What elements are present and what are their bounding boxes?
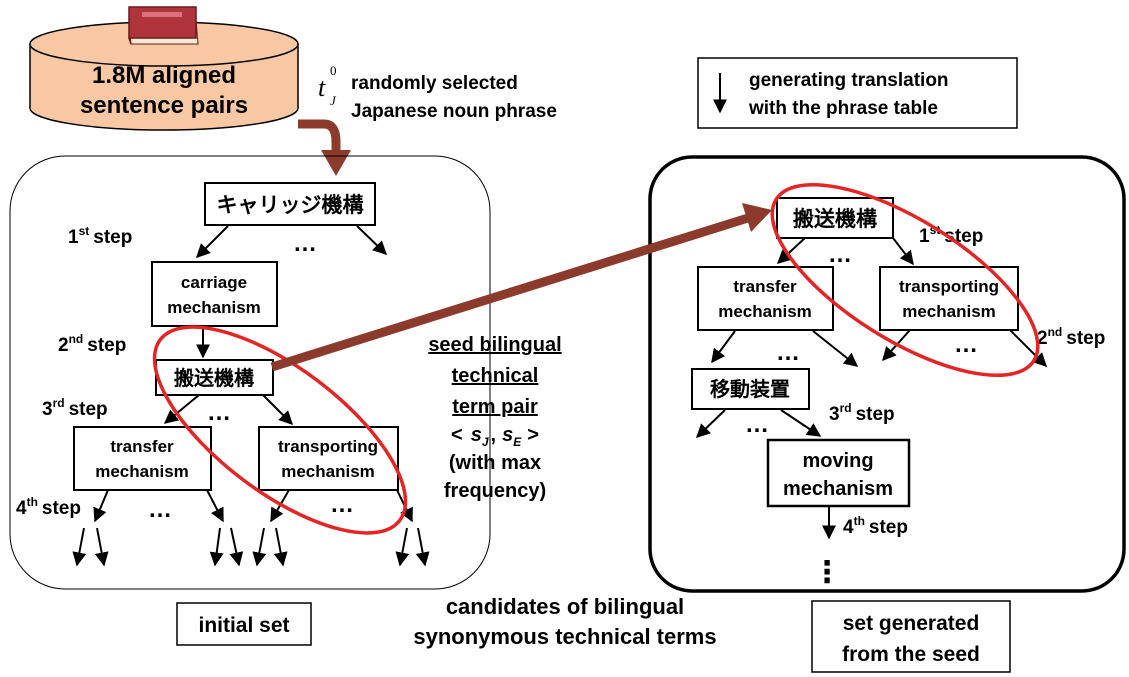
left-ellipsis-1: … bbox=[293, 230, 317, 257]
right-jp2-label: 移動装置 bbox=[710, 377, 790, 401]
seed-transfer-arrow-shaft bbox=[270, 213, 750, 372]
left-root-label: キャリッジ機構 bbox=[217, 193, 364, 217]
left-ellipsis-2: … bbox=[207, 399, 231, 426]
left-transfer-line2: mechanism bbox=[95, 462, 189, 481]
initial-set-label: initial set bbox=[198, 614, 289, 637]
seed-symbol: t J 0 bbox=[318, 63, 337, 108]
candidates-caption-line2: synonymous technical terms bbox=[413, 624, 716, 649]
right-moving-node: moving mechanism bbox=[766, 438, 911, 508]
left-carriage-line1: carriage bbox=[181, 273, 247, 292]
right-ellipsis-4: … bbox=[745, 411, 769, 438]
right-vertical-ellipsis: ⋮ bbox=[812, 556, 842, 589]
left-carriage-node: carriage mechanism bbox=[151, 261, 278, 327]
legend-box: generating translation with the phrase t… bbox=[697, 57, 1018, 129]
right-moving-line2: mechanism bbox=[783, 478, 893, 500]
left-transporting-line2: mechanism bbox=[281, 462, 375, 481]
database-label-line2: sentence pairs bbox=[80, 92, 248, 119]
left-seed-jp-node: 搬送機構 bbox=[155, 359, 274, 396]
initial-set-caption: initial set bbox=[176, 602, 312, 646]
right-tree-arrows bbox=[695, 237, 1047, 540]
left-ellipsis-4: … bbox=[330, 491, 354, 518]
right-transporting-line1: transporting bbox=[899, 277, 999, 296]
seed-symbol-base: t bbox=[318, 73, 326, 102]
right-root-node: 搬送機構 bbox=[776, 197, 894, 239]
left-transporting-node: transporting mechanism bbox=[258, 426, 399, 491]
generated-set-line2: from the seed bbox=[842, 643, 980, 666]
left-ellipsis-3: … bbox=[148, 496, 172, 523]
seed-transfer-arrow-head bbox=[742, 203, 772, 232]
left-root-node: キャリッジ機構 bbox=[204, 182, 376, 226]
left-transfer-line1: transfer bbox=[110, 437, 174, 456]
legend-line1: generating translation bbox=[749, 70, 949, 91]
right-seed-highlight-ellipse bbox=[770, 182, 1040, 378]
right-ellipsis-1: … bbox=[828, 241, 852, 268]
right-transfer-line2: mechanism bbox=[718, 302, 812, 321]
seed-pair-line2: technical bbox=[452, 365, 539, 387]
seed-pair-line6: frequency) bbox=[444, 480, 546, 502]
seed-selection-line2: Japanese noun phrase bbox=[351, 101, 557, 122]
left-seed-highlight-ellipse bbox=[152, 325, 408, 535]
generated-set-container bbox=[648, 155, 1126, 593]
right-transfer-node: transfer mechanism bbox=[697, 266, 834, 331]
right-transporting-line2: mechanism bbox=[902, 302, 996, 321]
right-root-label: 搬送機構 bbox=[793, 207, 877, 231]
legend-line2: with the phrase table bbox=[748, 98, 938, 119]
generated-set-line1: set generated bbox=[843, 612, 980, 635]
left-carriage-line2: mechanism bbox=[167, 298, 261, 317]
right-transfer-line1: transfer bbox=[733, 277, 797, 296]
seed-pair-line3: term pair bbox=[452, 396, 538, 418]
right-moving-line1: moving bbox=[802, 450, 873, 472]
right-ellipsis-2: … bbox=[776, 339, 800, 366]
candidates-caption-line1: candidates of bilingual bbox=[446, 594, 684, 619]
seed-selection-arrow-shaft bbox=[298, 119, 341, 152]
right-jp2-node: 移動装置 bbox=[691, 368, 810, 410]
seed-selection-line1: randomly selected bbox=[351, 73, 518, 94]
book-icon bbox=[128, 6, 199, 45]
database-cylinder-body bbox=[29, 44, 299, 131]
right-ellipsis-3: … bbox=[954, 331, 978, 358]
seed-pair-line4: <sJ,sE> bbox=[451, 424, 539, 449]
seed-pair-line1: seed bilingual bbox=[428, 334, 561, 356]
left-transfer-node: transfer mechanism bbox=[73, 426, 212, 491]
initial-set-container bbox=[9, 155, 491, 590]
seed-pair-line5: (with max bbox=[449, 452, 541, 474]
seed-symbol-superscript: 0 bbox=[330, 63, 337, 78]
seed-pair-label: seed bilingual technical term pair <sJ,s… bbox=[428, 334, 561, 502]
database-label-line1: 1.8M aligned bbox=[92, 62, 236, 89]
generated-set-caption: set generated from the seed bbox=[811, 600, 1011, 673]
seed-symbol-subscript: J bbox=[330, 93, 337, 108]
seed-selection-arrow-head bbox=[321, 150, 351, 176]
right-transporting-node: transporting mechanism bbox=[879, 266, 1019, 331]
left-transporting-line1: transporting bbox=[278, 437, 378, 456]
left-seed-jp-label: 搬送機構 bbox=[174, 366, 254, 390]
